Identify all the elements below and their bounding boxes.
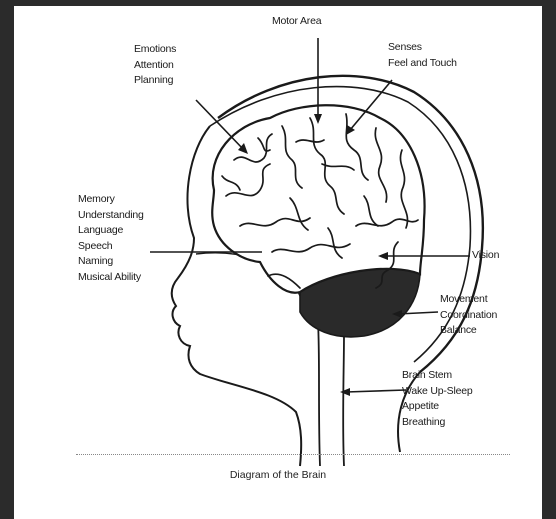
label-occipital-lobe: Vision [472,248,499,264]
leader-brainstem [346,390,406,392]
label-line: Appetite [402,399,473,415]
label-line: Movement [440,292,497,308]
label-line: Coordination [440,308,497,324]
label-line: Memory [78,192,144,208]
diagram-sheet: Motor Area Emotions Attention Planning S… [14,6,542,519]
arrowhead-brainstem [340,388,350,396]
label-line: Feel and Touch [388,56,457,72]
label-brain-stem: Brain Stem Wake Up-Sleep Appetite Breath… [402,368,473,430]
label-motor-area: Motor Area [272,14,321,30]
label-line: Brain Stem [402,368,473,384]
label-line: Wake Up-Sleep [402,384,473,400]
label-line: Planning [134,73,176,89]
leader-frontal [196,100,244,150]
label-line: Naming [78,254,144,270]
label-line: Musical Ability [78,270,144,286]
caption-divider [76,454,510,455]
label-cerebellum: Movement Coordination Balance [440,292,497,339]
label-parietal-lobe: Senses Feel and Touch [388,40,457,71]
label-line: Vision [472,248,499,264]
label-line: Senses [388,40,457,56]
label-line: Breathing [402,415,473,431]
label-line: Attention [134,58,176,74]
label-line: Understanding [78,208,144,224]
label-line: Balance [440,323,497,339]
label-line: Speech [78,239,144,255]
brainstem-right [343,334,344,466]
brainstem-left [318,322,320,466]
diagram-caption: Diagram of the Brain [14,469,542,481]
label-line: Emotions [134,42,176,58]
label-frontal-lobe: Emotions Attention Planning [134,42,176,89]
label-temporal-lobe: Memory Understanding Language Speech Nam… [78,192,144,285]
label-line: Language [78,223,144,239]
label-line: Motor Area [272,14,321,30]
